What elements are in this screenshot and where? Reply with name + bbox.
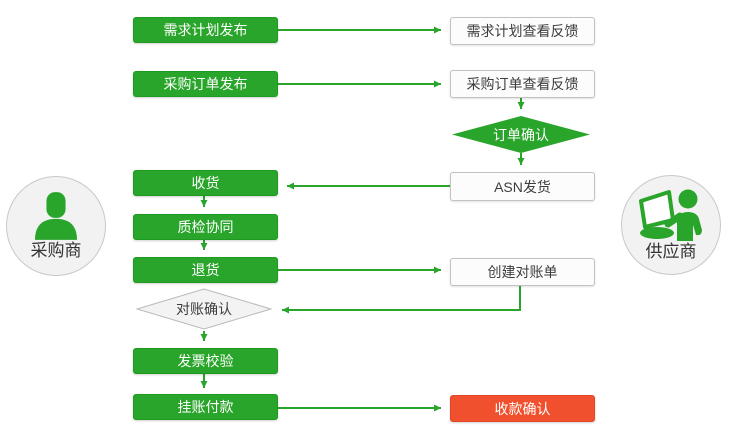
node-receive-label: 收货	[191, 175, 220, 191]
node-asn-ship: ASN发货	[450, 172, 595, 201]
node-returns-label: 退货	[191, 262, 220, 278]
node-order-confirm-label: 订单确认	[493, 126, 549, 143]
node-invoice-check-label: 发票校验	[177, 353, 234, 369]
node-demand-publish-label: 需求计划发布	[163, 22, 248, 38]
order-confirm-diamond-shape	[452, 116, 590, 153]
node-statement-confirm: 对账确认	[135, 288, 273, 330]
node-create-statement: 创建对账单	[450, 258, 595, 286]
buyer-person-icon	[35, 191, 77, 240]
node-po-feedback-label: 采购订单查看反馈	[466, 76, 579, 92]
node-payment-label: 挂账付款	[177, 399, 234, 415]
buyer-label: 采购商	[30, 240, 82, 260]
node-invoice-check: 发票校验	[133, 348, 278, 374]
node-demand-feedback-label: 需求计划查看反馈	[466, 23, 579, 39]
supplier-actor: 供应商	[621, 175, 721, 275]
node-statement-confirm-label: 对账确认	[176, 301, 232, 317]
node-order-confirm: 订单确认	[452, 116, 590, 153]
node-receipt-confirm-label: 收款确认	[494, 400, 551, 417]
node-receipt-confirm: 收款确认	[450, 395, 595, 422]
statement-confirm-diamond-shape	[135, 288, 273, 330]
node-asn-ship-label: ASN发货	[494, 178, 551, 195]
node-demand-feedback: 需求计划查看反馈	[450, 17, 595, 45]
node-quality-check-label: 质检协同	[177, 219, 234, 235]
node-receive: 收货	[133, 170, 278, 196]
node-demand-publish: 需求计划发布	[133, 17, 278, 43]
supplier-label: 供应商	[645, 241, 697, 261]
node-payment: 挂账付款	[133, 394, 278, 420]
node-returns: 退货	[133, 257, 278, 283]
node-quality-check: 质检协同	[133, 214, 278, 240]
supplier-person-laptop-icon	[639, 189, 702, 241]
buyer-actor: 采购商	[6, 176, 106, 276]
node-create-statement-label: 创建对账单	[487, 264, 558, 280]
node-po-publish: 采购订单发布	[133, 71, 278, 97]
node-po-publish-label: 采购订单发布	[163, 76, 248, 92]
node-po-feedback: 采购订单查看反馈	[450, 70, 595, 98]
